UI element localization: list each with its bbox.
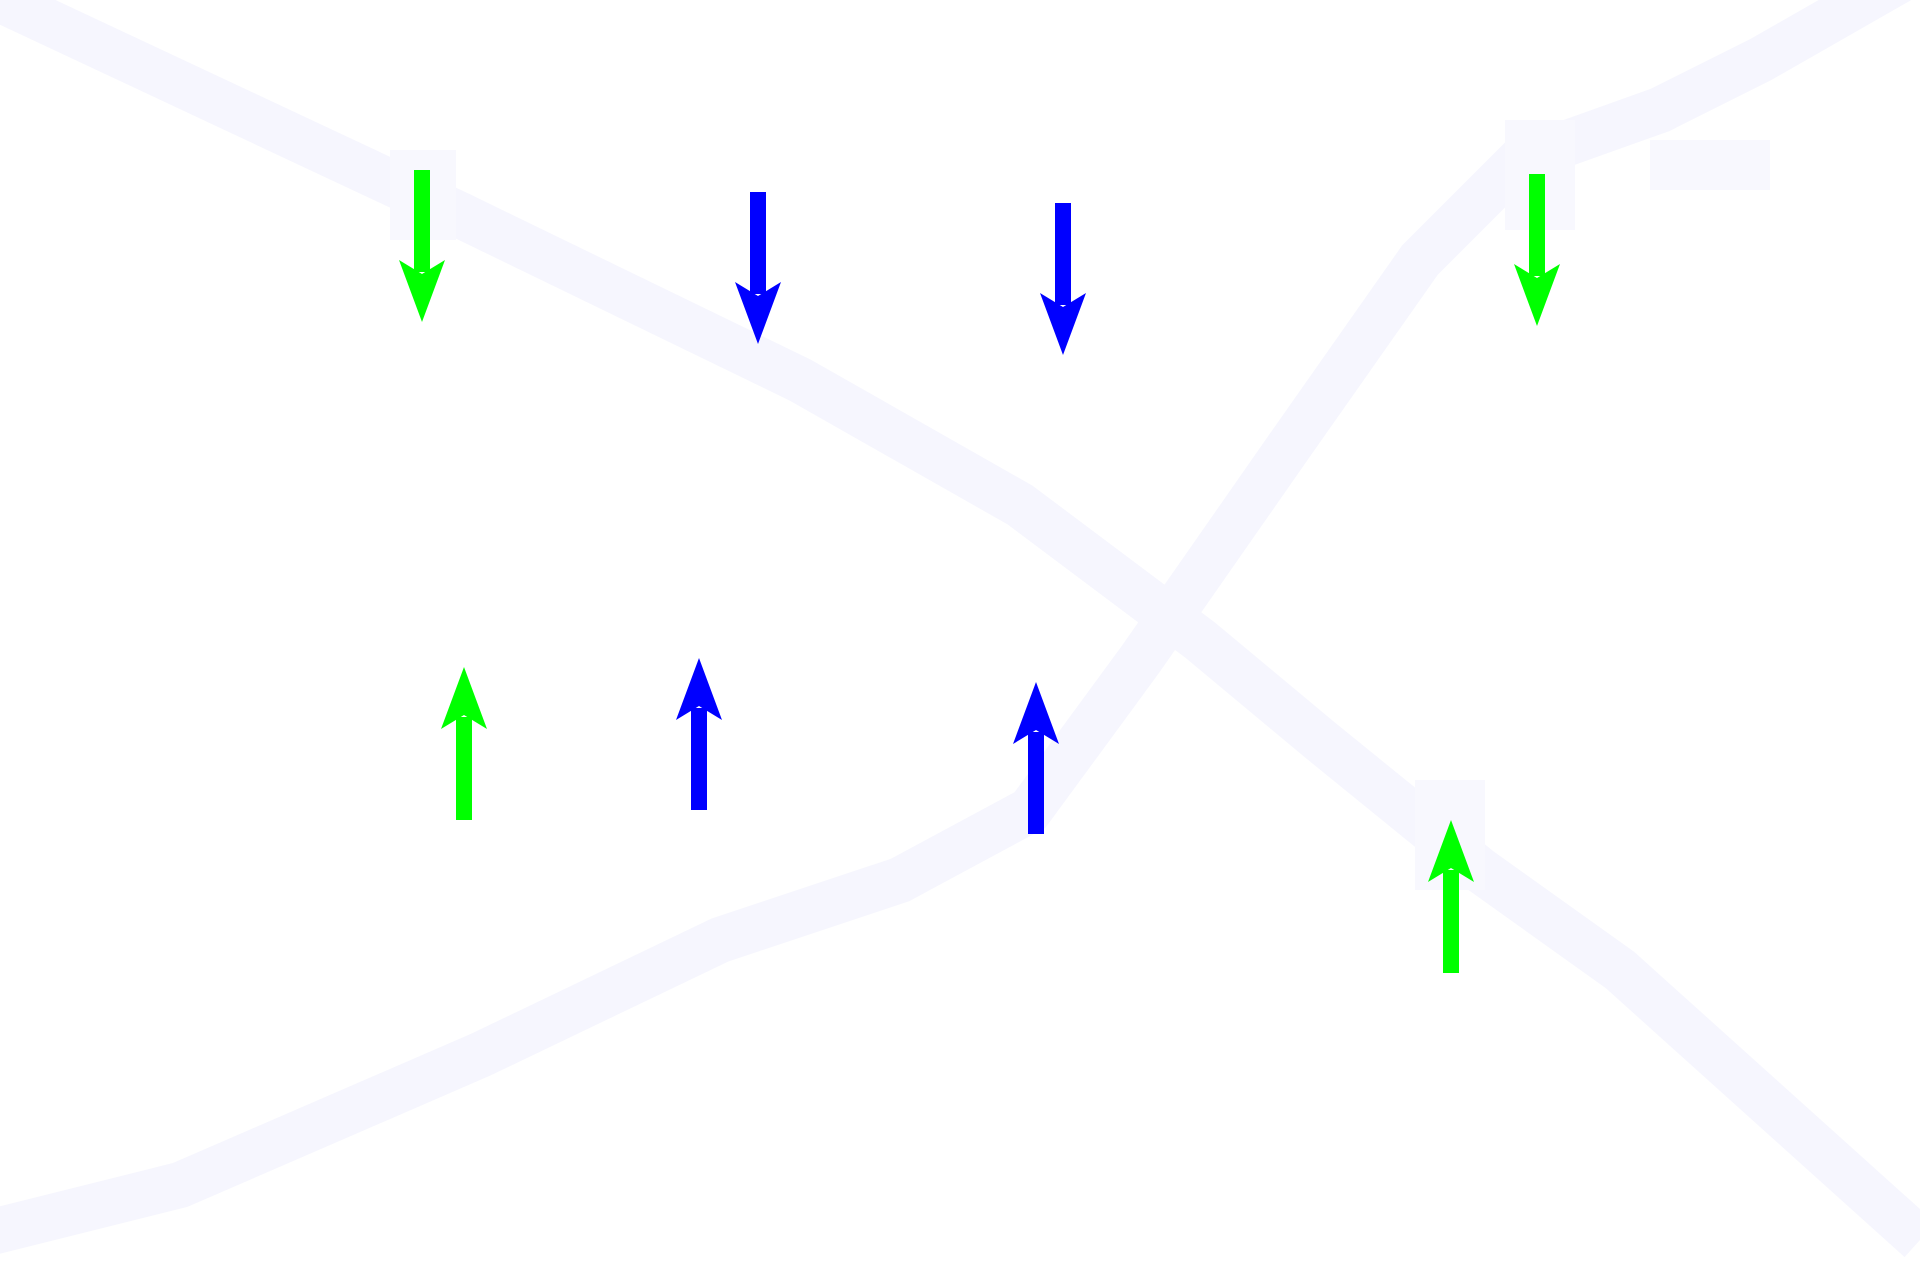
green-up-arrow-icon [441,667,487,820]
arrow-head [1013,682,1059,744]
green-down-arrow-icon [399,170,445,322]
arrow-shaft [1443,870,1459,973]
arrow-head [735,282,781,344]
green-up-arrow-icon [1428,820,1474,973]
arrow-head [1040,293,1086,355]
faint-bands [0,0,1920,1240]
arrow-head [676,658,722,720]
blue-up-arrow-icon [1013,682,1059,834]
blue-down-arrow-icon [1040,203,1086,355]
arrow-head [399,260,445,322]
arrow-shaft [456,717,472,820]
arrow-shaft [1055,203,1071,305]
arrow-head [441,667,487,729]
arrow-shaft [750,192,766,294]
arrow-shaft [1529,174,1545,276]
segment-patches [390,120,1770,890]
arrow-shaft [691,708,707,810]
band-descending [0,0,1920,1240]
patch [1650,140,1770,190]
arrow-head [1514,264,1560,326]
arrow-layer [399,170,1560,973]
green-down-arrow-icon [1514,174,1560,326]
blue-down-arrow-icon [735,192,781,344]
blue-up-arrow-icon [676,658,722,810]
arrow-shaft [414,170,430,272]
band-ascending [0,0,1900,1235]
arrow-shaft [1028,732,1044,834]
arrow-head [1428,820,1474,882]
